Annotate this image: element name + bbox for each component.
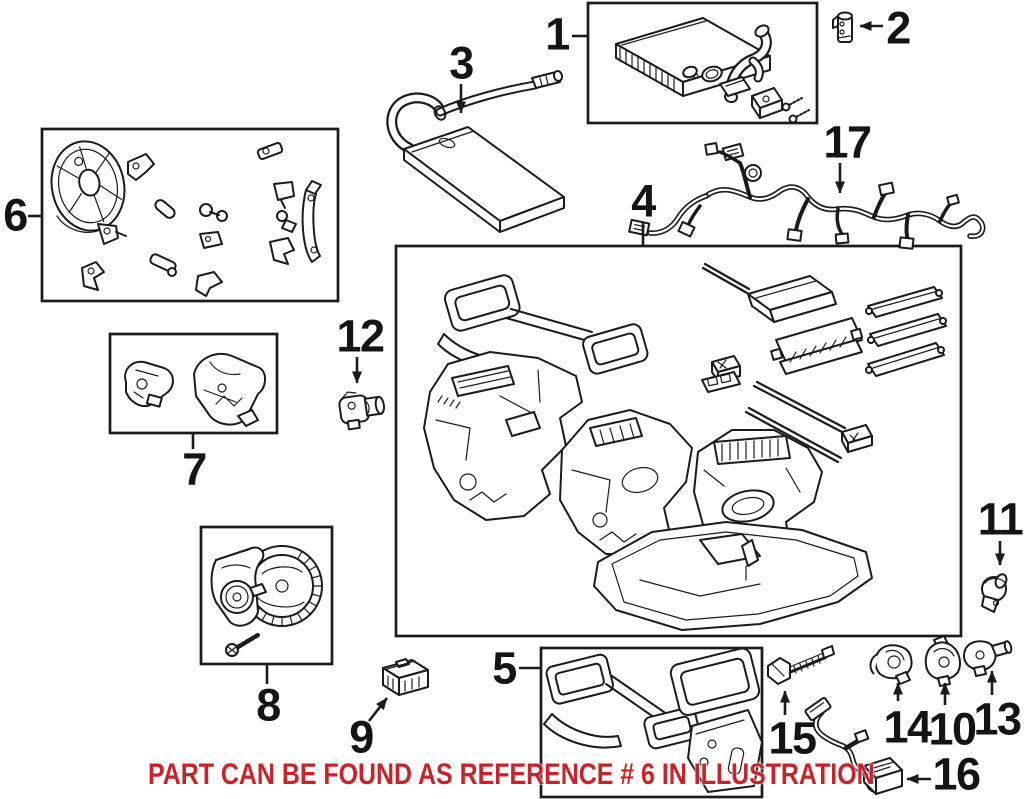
screws-drawing	[781, 97, 810, 124]
callout-11: 11	[977, 493, 1024, 545]
lever-parts-drawing	[81, 142, 322, 297]
callout-12: 12	[336, 310, 385, 362]
seal-ring-large	[669, 647, 761, 716]
reference-note-text: PART CAN BE FOUND AS REFERENCE # 6 IN IL…	[148, 758, 875, 791]
sensor-11-drawing	[981, 573, 1008, 613]
callout-3: 3	[449, 37, 474, 89]
seal-frames-drawing	[437, 274, 649, 375]
blower-resistor-drawing	[382, 658, 429, 696]
housing-left-drawing	[423, 351, 583, 521]
callout-13: 13	[973, 693, 1022, 745]
o-ring-inner	[705, 69, 719, 79]
callout-10: 10	[928, 703, 977, 755]
seal-frame-b	[643, 706, 701, 750]
box-4-heater-assembly	[394, 244, 963, 638]
wiring-harness-drawing	[628, 142, 986, 250]
cable-16-drawing	[804, 696, 903, 795]
callout-16: 16	[932, 748, 981, 799]
leader-9	[367, 697, 389, 722]
lower-case-drawing	[593, 521, 873, 631]
actuator-13-drawing	[963, 640, 1013, 677]
callout-8: 8	[256, 679, 281, 731]
seal-frame-a	[545, 653, 614, 705]
callout-7: 7	[182, 443, 207, 495]
heater-core-drawing	[386, 70, 565, 233]
callout-9: 9	[349, 711, 374, 763]
actuator-12-drawing	[338, 391, 385, 431]
callout-14: 14	[883, 701, 932, 753]
callout-2: 2	[886, 2, 911, 54]
housing-center-drawing	[559, 409, 693, 555]
seal-bracket	[687, 709, 763, 793]
callout-17: 17	[823, 116, 872, 168]
leader-lines	[28, 21, 1005, 784]
box-7-actuator-covers	[108, 332, 279, 435]
box-6-lever-kit	[40, 127, 340, 303]
blower-motor-drawing	[210, 545, 323, 657]
box-8-blower-motor	[199, 525, 334, 666]
temp-sensor-drawing	[767, 645, 835, 685]
callout-15: 15	[768, 712, 817, 764]
seal-strip	[543, 713, 622, 749]
damper-flaps-drawing	[701, 262, 947, 464]
box-1-evaporator-kit	[586, 1, 819, 125]
cam-disc-drawing	[50, 140, 126, 232]
actuator-14-drawing	[869, 644, 913, 685]
seal-band	[605, 675, 665, 721]
pipe-blocks-drawing	[719, 76, 783, 119]
expansion-valve-drawing	[832, 11, 853, 43]
callout-1: 1	[545, 8, 570, 60]
callout-4: 4	[631, 175, 656, 227]
callout-6: 6	[3, 189, 28, 241]
box-5-seal-kit	[539, 646, 764, 799]
callout-5: 5	[492, 642, 517, 694]
actuator-10-drawing	[924, 635, 961, 687]
